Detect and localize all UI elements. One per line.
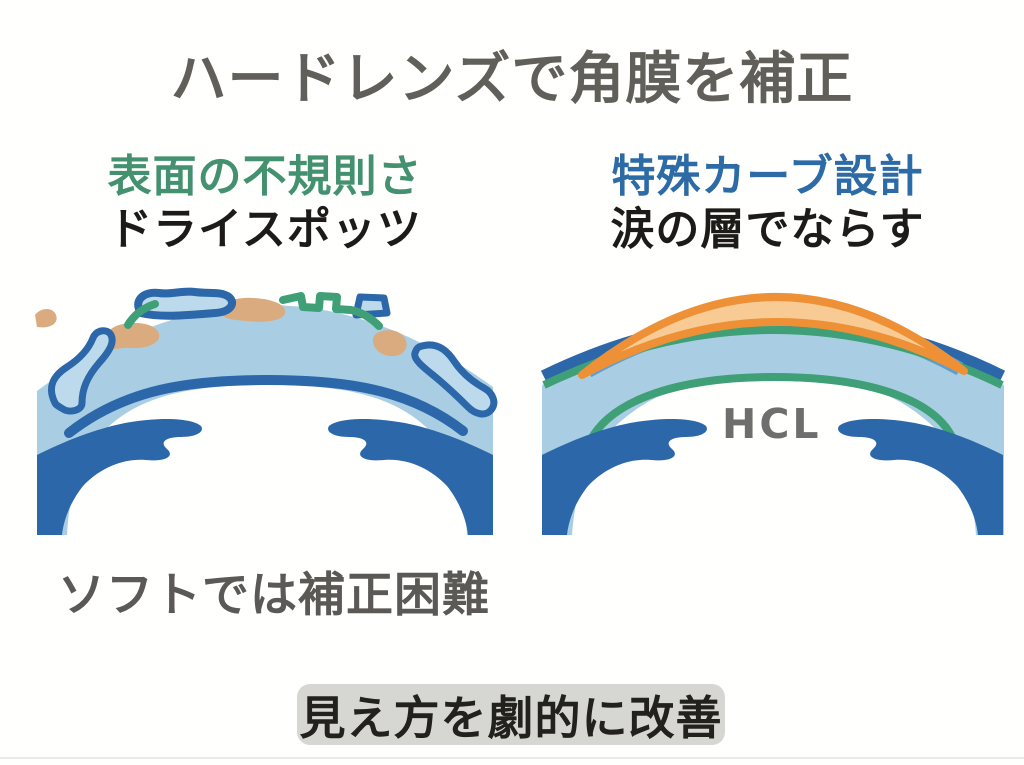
left-subheading: ドライスポッツ <box>108 204 422 255</box>
cornea-inner-arc <box>586 372 958 445</box>
surface-fold-left <box>48 327 116 415</box>
hcl-cornea-illustration <box>540 293 1006 535</box>
bottom-divider <box>0 757 1024 759</box>
page-title: ハードレンズで角膜を補正 <box>170 47 854 112</box>
left-heading: 表面の不規則さ <box>107 151 423 202</box>
cornea-band <box>37 304 493 535</box>
right-subheading: 涙の層でならす <box>610 204 925 255</box>
dry-spot <box>220 297 286 322</box>
right-heading: 特殊カーブ設計 <box>611 151 924 202</box>
hcl-lens-label: HCL <box>722 400 822 448</box>
soft-lens-footnote: ソフトでは補正困難 <box>58 568 490 623</box>
result-badge-label: 見え方を劇的に改善 <box>299 690 723 745</box>
epithelium-arc <box>124 300 159 329</box>
irregular-cornea-illustration <box>35 287 498 535</box>
cornea-inner-arc <box>64 374 468 438</box>
right-cornea-diagram <box>530 283 1015 538</box>
surface-fold-right <box>411 341 498 418</box>
cornea-band <box>542 330 1004 535</box>
surface-bump-large <box>134 287 237 320</box>
left-cornea-diagram <box>25 283 505 538</box>
result-badge: 見え方を劇的に改善 <box>297 684 725 745</box>
right-column-labels: 特殊カーブ設計 涙の層でならす <box>520 150 1015 256</box>
dry-spot <box>35 309 57 328</box>
dry-spot <box>372 330 407 357</box>
hard-contact-lens <box>578 293 968 379</box>
left-column-labels: 表面の不規則さ ドライスポッツ <box>25 150 505 256</box>
dry-spot <box>105 323 160 349</box>
epithelium-squiggle <box>279 292 383 330</box>
